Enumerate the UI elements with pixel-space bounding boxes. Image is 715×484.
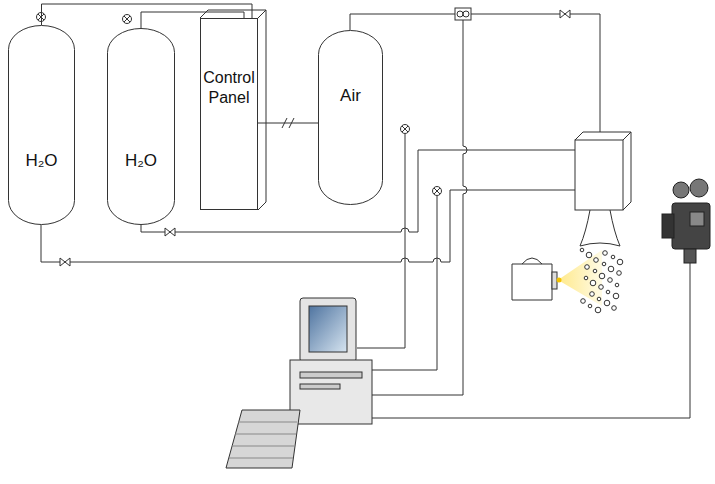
panel-depth bbox=[258, 10, 266, 18]
light-lens bbox=[552, 272, 557, 289]
spray-droplets bbox=[580, 248, 623, 313]
droplet bbox=[590, 280, 596, 286]
valve-symbol bbox=[165, 228, 175, 236]
valve-symbol bbox=[560, 10, 570, 18]
droplet bbox=[602, 262, 606, 266]
droplet bbox=[608, 266, 614, 272]
sensor-symbol bbox=[401, 125, 410, 134]
valve-symbol bbox=[60, 258, 70, 266]
node-outline bbox=[318, 30, 383, 205]
connector-line bbox=[258, 123, 318, 124]
signal-slash bbox=[282, 118, 294, 128]
light-lamp bbox=[557, 278, 562, 283]
droplet bbox=[584, 276, 588, 280]
droplet bbox=[580, 248, 584, 252]
signal-wire bbox=[372, 20, 467, 395]
node-outline bbox=[200, 18, 258, 210]
flow-meter bbox=[463, 11, 469, 17]
node-outline bbox=[107, 28, 175, 225]
droplet bbox=[603, 251, 608, 256]
droplet bbox=[617, 259, 623, 265]
signal-wire bbox=[372, 196, 437, 370]
droplet bbox=[597, 297, 601, 301]
valve-indicator bbox=[123, 15, 132, 24]
droplet bbox=[599, 273, 605, 279]
droplet bbox=[608, 278, 613, 283]
droplet bbox=[581, 299, 586, 304]
droplet bbox=[586, 252, 592, 258]
droplet bbox=[606, 290, 610, 294]
node-shape bbox=[201, 19, 258, 210]
light-source bbox=[512, 258, 552, 300]
node-shape bbox=[9, 26, 75, 225]
droplet bbox=[615, 283, 619, 287]
water-tank: H₂O bbox=[8, 25, 75, 225]
node-label: H₂O bbox=[110, 151, 172, 171]
droplet bbox=[599, 285, 604, 290]
air-line bbox=[350, 14, 600, 132]
flow-meter bbox=[457, 11, 463, 17]
droplet bbox=[611, 255, 615, 259]
connector bbox=[258, 118, 318, 128]
water-tank: H₂O bbox=[107, 28, 175, 225]
node-shape bbox=[108, 29, 175, 225]
computer-icon bbox=[226, 298, 372, 468]
nozzle-depth bbox=[623, 132, 631, 140]
spray-cone bbox=[580, 210, 620, 246]
light-beam bbox=[558, 250, 602, 306]
nozzle-box bbox=[575, 140, 623, 210]
droplet bbox=[595, 307, 601, 313]
node-outline bbox=[8, 25, 75, 225]
droplet bbox=[604, 300, 610, 306]
droplet bbox=[612, 306, 617, 311]
node-shape bbox=[319, 31, 383, 205]
air-tank: Air bbox=[318, 30, 383, 205]
flow-meter bbox=[455, 8, 471, 20]
droplet bbox=[585, 265, 590, 270]
droplet bbox=[613, 293, 619, 299]
droplet bbox=[594, 258, 599, 263]
droplet bbox=[617, 271, 622, 276]
node-label: Control Panel bbox=[203, 68, 255, 108]
droplet bbox=[590, 292, 595, 297]
node-label: H₂O bbox=[11, 151, 72, 171]
node-label: Air bbox=[321, 86, 380, 106]
nozzle-depth bbox=[575, 132, 631, 210]
sensor-symbol bbox=[433, 187, 442, 196]
droplet bbox=[593, 269, 597, 273]
control-panel: Control Panel bbox=[200, 18, 258, 210]
droplet bbox=[588, 304, 592, 308]
camera-icon bbox=[662, 179, 710, 263]
panel-depth bbox=[200, 10, 266, 210]
